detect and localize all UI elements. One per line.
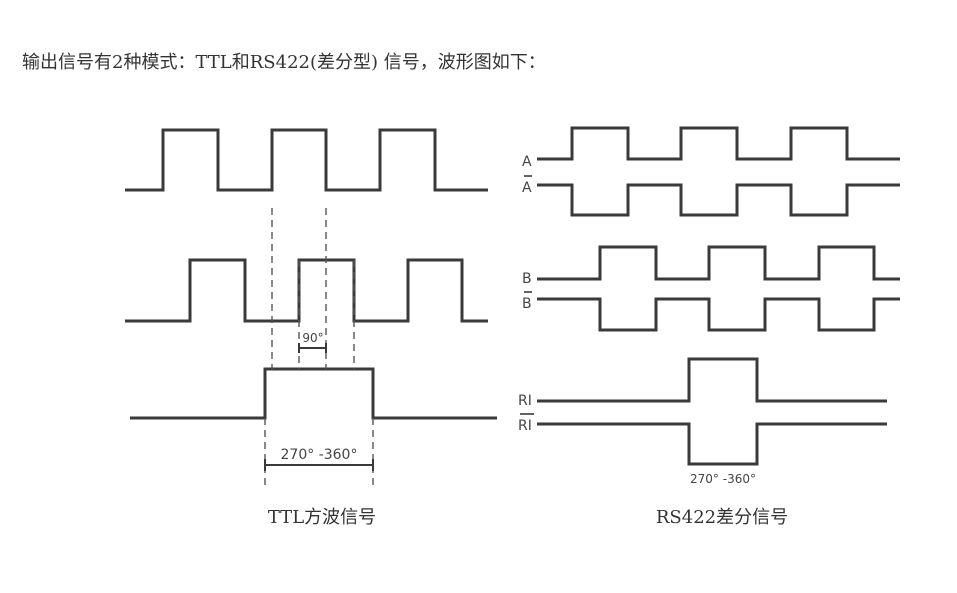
ttl-caption: TTL方波信号 [268, 507, 376, 528]
rs422-b-waveform [537, 245, 900, 281]
label-b-bar: B [522, 296, 532, 312]
label-a: A [522, 154, 532, 170]
ttl-channel-b-waveform [125, 258, 488, 323]
phase-dimension-90: 90° [298, 331, 327, 353]
rs422-ri-waveform [537, 357, 887, 403]
phase-label: 90° [302, 331, 323, 345]
label-ri-bar: RI [518, 418, 532, 434]
rs422-a-waveform [537, 126, 900, 161]
rs422-diagram: A A B B RI RI 270° -360° RS422差分信号 [518, 126, 900, 528]
index-dimension: 270° -360° [264, 447, 374, 471]
rs422-index-label: 270° -360° [690, 472, 756, 486]
ttl-diagram: 90° 270° -360° TTL方波信号 [125, 128, 497, 528]
ttl-channel-a-waveform [125, 128, 488, 192]
ttl-index-waveform [130, 367, 497, 420]
rs422-ri-bar-waveform [537, 422, 887, 466]
rs422-b-bar-waveform [537, 297, 900, 332]
rs422-caption: RS422差分信号 [656, 507, 788, 528]
label-b: B [522, 271, 532, 287]
intro-text: 输出信号有2种模式：TTL和RS422(差分型) 信号，波形图如下： [22, 52, 546, 73]
label-ri: RI [518, 393, 532, 409]
label-a-bar: A [522, 180, 532, 196]
rs422-a-bar-waveform [537, 183, 900, 217]
ttl-index-label: 270° -360° [281, 447, 358, 463]
